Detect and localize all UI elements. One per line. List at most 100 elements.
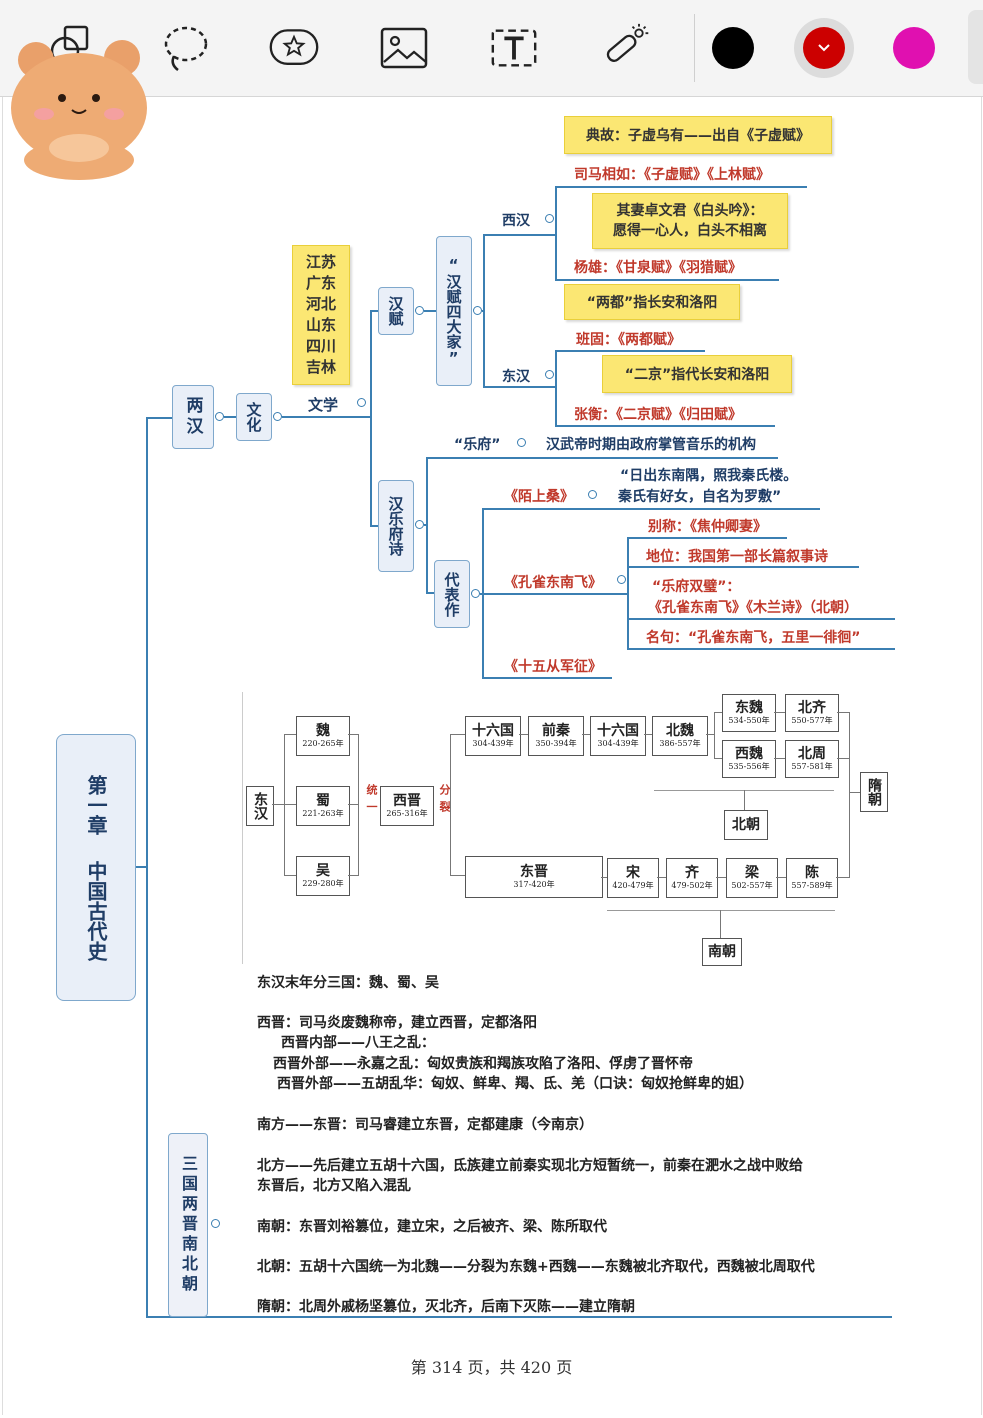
node-sanguo[interactable]: 三国两晋南北朝 (168, 1133, 208, 1317)
connector (282, 416, 370, 418)
underline (627, 566, 859, 568)
collapse-toggle[interactable] (215, 412, 224, 421)
node-hanfu-sidajia[interactable]: “汉赋四大家” (436, 236, 472, 386)
collapse-toggle[interactable] (545, 370, 554, 379)
collapse-toggle[interactable] (517, 438, 526, 447)
node-hanyuefushi-label: 汉乐府诗 (386, 496, 405, 556)
image-tool-icon[interactable] (378, 22, 430, 74)
collapse-toggle[interactable] (473, 306, 482, 315)
note-erjing[interactable]: “二京”指代长安和洛阳 (602, 355, 792, 393)
underline (482, 508, 820, 510)
note-text: 其妻卓文君《白头吟》： (616, 203, 764, 219)
underline (627, 537, 787, 539)
node-hanfu[interactable]: 汉赋 (378, 287, 414, 335)
connector (627, 537, 629, 649)
note-liangdu[interactable]: “两都”指长安和洛阳 (564, 284, 740, 320)
connector (370, 525, 378, 527)
label-donghan: 东汉 (502, 369, 530, 385)
connector (370, 310, 378, 312)
collapse-toggle[interactable] (357, 398, 366, 407)
connector (424, 310, 436, 312)
label-biecheng: 别称：《焦仲卿妻》 (648, 519, 767, 535)
note-line: 西晋外部——永嘉之乱：匈奴贵族和羯族攻陷了洛阳、俘虏了晋怀帝 (273, 1056, 693, 1072)
province-item: 广东 (305, 274, 336, 292)
connector (426, 457, 428, 593)
note-line: 南方——东晋：司马睿建立东晋，定都建康（今南京） (257, 1117, 593, 1133)
label-yuefu-def: 汉武帝时期由政府掌管音乐的机构 (546, 437, 756, 453)
chapter-node[interactable]: 第一章中国古代史 (56, 734, 136, 1001)
connector (146, 417, 172, 419)
laser-pointer-tool-icon[interactable] (600, 22, 652, 74)
bottom-underline (146, 1316, 892, 1318)
collapse-toggle[interactable] (415, 306, 424, 315)
label-simaxiangru: 司马相如：《子虚赋》《上林赋》 (574, 167, 770, 183)
connector (224, 416, 236, 418)
connector (480, 593, 483, 595)
page-indicator: 第 314 页，共 420 页 (410, 1358, 573, 1377)
bear-sticker[interactable] (4, 30, 154, 180)
lasso-tool-icon[interactable] (160, 22, 212, 74)
note-line: 西晋：司马炎废魏称帝，建立西晋，定都洛阳 (257, 1015, 537, 1031)
color-red-swatch-selected[interactable] (794, 18, 854, 78)
sticker-tool-icon[interactable] (268, 22, 320, 74)
underline (555, 186, 807, 188)
node-daibiaozuo[interactable]: 代表作 (434, 560, 470, 628)
node-lianghan[interactable]: 两汉 (172, 385, 214, 449)
node-hanfu-sidajia-label: “汉赋四大家” (444, 255, 463, 367)
label-fenlie: 分裂 (438, 784, 451, 818)
underline (627, 618, 895, 620)
note-zhuowenjun[interactable]: 其妻卓文君《白头吟》： 愿得一心人，白头不相离 (592, 193, 788, 249)
node-wenhua-label: 文化 (244, 402, 263, 432)
connector (483, 234, 555, 236)
node-wenhua[interactable]: 文化 (236, 393, 272, 441)
note-line: 北方——先后建立五胡十六国，氐族建立前秦实现北方短暂统一，前秦在淝水之战中败给 (257, 1158, 803, 1174)
connector (555, 186, 557, 280)
chapter-title: 第一章中国古代史 (84, 774, 108, 961)
spine-line (146, 417, 148, 1317)
label-yangxiong: 杨雄：《甘泉赋》《羽猎赋》 (574, 260, 742, 276)
province-item: 山东 (305, 316, 336, 334)
note-dianggu[interactable]: 典故：子虚乌有——出自《子虚赋》 (564, 116, 832, 154)
province-item: 吉林 (305, 358, 336, 376)
province-item: 河北 (305, 295, 336, 313)
color-black-swatch[interactable] (712, 27, 754, 69)
note-text: 典故：子虚乌有——出自《子虚赋》 (586, 128, 810, 144)
quote-line: “日出东南隅，照我秦氏楼。 (620, 468, 798, 484)
toolbar-scroll-handle[interactable] (968, 10, 983, 84)
note-provinces[interactable]: 江苏 广东 河北 山东 四川 吉林 (292, 245, 350, 385)
node-sanguo-label: 三国两晋南北朝 (179, 1155, 198, 1295)
collapse-toggle[interactable] (588, 490, 597, 499)
collapse-toggle[interactable] (471, 589, 480, 598)
connector (483, 386, 555, 388)
note-line: 东汉末年分三国：魏、蜀、吴 (257, 975, 439, 991)
dynasty-box-nanchao: 南朝 (702, 938, 742, 966)
collapse-toggle[interactable] (545, 214, 554, 223)
collapse-toggle[interactable] (617, 575, 626, 584)
label-kongque: 《孔雀东南飞》 (504, 575, 602, 591)
dynasty-box-suichao: 隋朝 (860, 772, 888, 812)
chevron-down-icon (803, 27, 845, 69)
collapse-toggle[interactable] (415, 520, 424, 529)
toolbar-divider (694, 14, 695, 82)
text-tool-icon[interactable] (488, 22, 540, 74)
collapse-toggle[interactable] (273, 412, 282, 421)
note-line: 北朝：五胡十六国统一为北魏——分裂为东魏+西魏——东魏被北齐取代，西魏被北周取代 (257, 1259, 815, 1275)
collapse-toggle[interactable] (211, 1219, 220, 1228)
node-hanyuefushi[interactable]: 汉乐府诗 (378, 480, 414, 572)
label-wenxue: 文学 (308, 396, 339, 414)
color-magenta-swatch[interactable] (893, 27, 935, 69)
note-text: “二京”指代长安和洛阳 (624, 367, 770, 383)
